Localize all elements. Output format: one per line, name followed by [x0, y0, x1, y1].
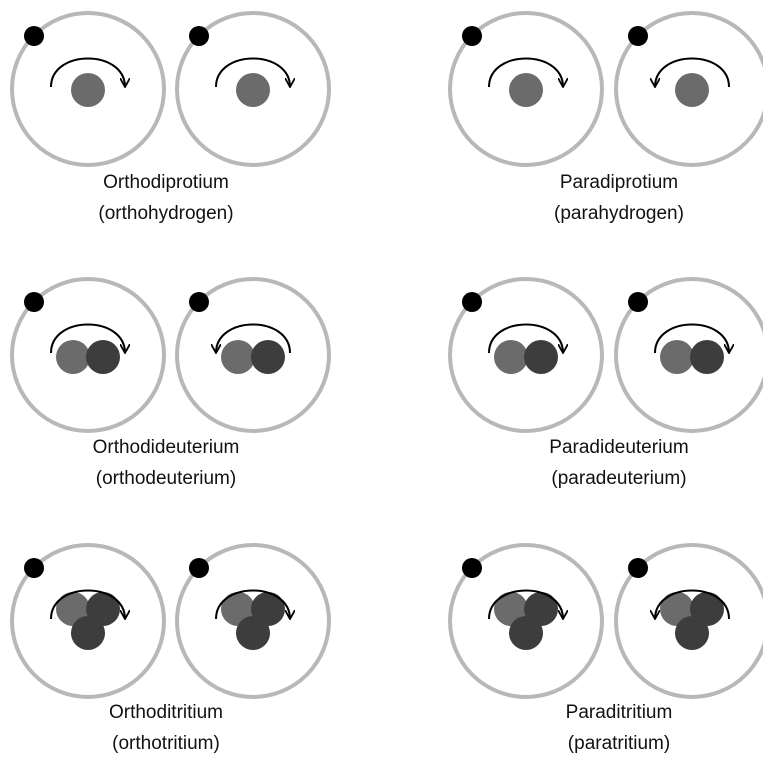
- electron: [628, 558, 648, 578]
- electron: [189, 558, 209, 578]
- atom: [616, 13, 763, 165]
- proton: [675, 73, 709, 107]
- neutron: [690, 340, 724, 374]
- neutron: [86, 340, 120, 374]
- electron: [462, 26, 482, 46]
- electron: [628, 292, 648, 312]
- caption-orthoditritium: Orthoditritium (orthotritium): [1, 697, 331, 759]
- caption-orthodiprotium: Orthodiprotium (orthohydrogen): [1, 167, 331, 229]
- neutron: [236, 616, 270, 650]
- electron: [24, 292, 44, 312]
- atom: [616, 279, 763, 431]
- atom: [177, 545, 329, 697]
- electron: [189, 292, 209, 312]
- neutron: [524, 340, 558, 374]
- neutron: [509, 616, 543, 650]
- molecule-name: Paradideuterium: [454, 432, 763, 463]
- molecule-name: Orthoditritium: [1, 697, 331, 728]
- electron: [24, 26, 44, 46]
- molecule-alias: (paratritium): [454, 728, 763, 759]
- proton: [509, 73, 543, 107]
- molecule-alias: (orthotritium): [1, 728, 331, 759]
- atom: [177, 13, 329, 165]
- molecule-name: Paraditritium: [454, 697, 763, 728]
- molecule-name: Orthodideuterium: [1, 432, 331, 463]
- electron: [462, 292, 482, 312]
- atom: [177, 279, 329, 431]
- caption-paradiprotium: Paradiprotium (parahydrogen): [454, 167, 763, 229]
- atom: [450, 545, 602, 697]
- atom: [12, 13, 164, 165]
- atom: [450, 13, 602, 165]
- atom: [12, 545, 164, 697]
- molecule-alias: (parahydrogen): [454, 198, 763, 229]
- molecule-name: Paradiprotium: [454, 167, 763, 198]
- caption-paraditritium: Paraditritium (paratritium): [454, 697, 763, 759]
- proton: [71, 73, 105, 107]
- electron: [189, 26, 209, 46]
- proton: [494, 340, 528, 374]
- proton: [660, 340, 694, 374]
- neutron: [675, 616, 709, 650]
- proton: [221, 340, 255, 374]
- molecule-alias: (paradeuterium): [454, 463, 763, 494]
- proton: [236, 73, 270, 107]
- molecule-alias: (orthodeuterium): [1, 463, 331, 494]
- caption-paradideuterium: Paradideuterium (paradeuterium): [454, 432, 763, 494]
- electron: [24, 558, 44, 578]
- atom: [450, 279, 602, 431]
- electron: [462, 558, 482, 578]
- proton: [56, 340, 90, 374]
- molecule-name: Orthodiprotium: [1, 167, 331, 198]
- neutron: [71, 616, 105, 650]
- neutron: [251, 340, 285, 374]
- molecule-alias: (orthohydrogen): [1, 198, 331, 229]
- atom: [12, 279, 164, 431]
- caption-orthodideuterium: Orthodideuterium (orthodeuterium): [1, 432, 331, 494]
- atom: [616, 545, 763, 697]
- electron: [628, 26, 648, 46]
